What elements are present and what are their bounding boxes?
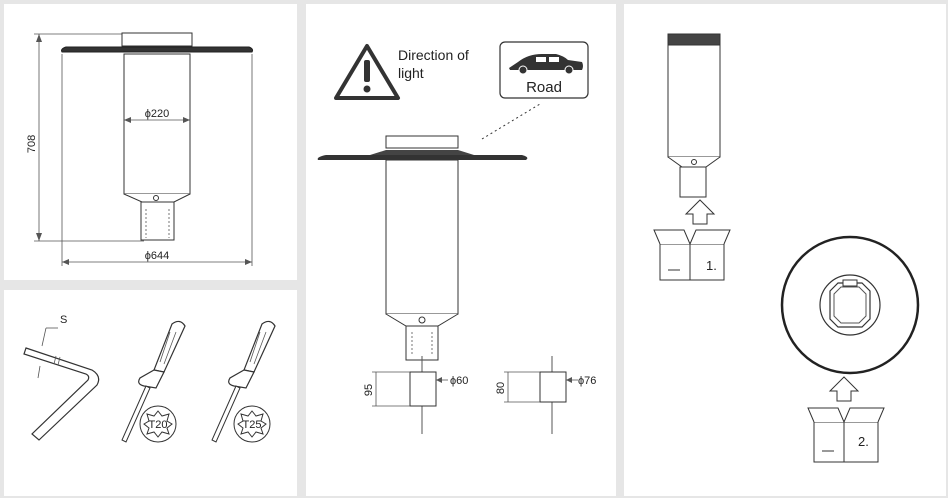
steps-drawing: 1. 2. xyxy=(653,33,920,463)
torx-t25-badge xyxy=(233,405,271,443)
luminaire-side-view xyxy=(317,135,528,361)
hex-key-icon xyxy=(23,327,100,441)
road-pointer xyxy=(481,103,541,140)
up-arrow-icon xyxy=(684,199,716,225)
screwdriver-t25-icon xyxy=(211,320,276,443)
tools-drawing: S T20 T25 xyxy=(23,314,276,443)
screwdriver-t20-icon xyxy=(121,320,186,443)
installation-panel: Direction of light Road xyxy=(306,4,616,496)
torx-t25-label: T25 xyxy=(243,419,262,431)
tools-panel: S T20 T25 xyxy=(4,290,297,496)
steps-panel: 1. 2. xyxy=(624,4,946,496)
pole-b-diameter-label: ϕ76 xyxy=(578,375,596,387)
pole-b-height-label: 80 xyxy=(495,382,507,394)
luminaire-bottom-view xyxy=(780,235,920,375)
dimensions-panel: 708 ϕ220 ϕ644 xyxy=(4,4,297,280)
installation-drawing: Direction of light Road xyxy=(317,41,596,434)
luminaire-body-icon xyxy=(667,33,721,198)
height-dimension-label: 708 xyxy=(26,135,38,153)
pole-a-height-label: 95 xyxy=(363,384,375,396)
torx-t20-badge xyxy=(139,405,177,443)
pole-b-detail xyxy=(504,356,578,434)
direction-text-line1: Direction of xyxy=(398,47,469,63)
up-arrow-icon-2 xyxy=(828,376,860,402)
pole-a-diameter-label: ϕ60 xyxy=(450,375,468,387)
step-2-label: 2. xyxy=(858,434,869,449)
head-diameter-label: ϕ644 xyxy=(145,250,170,262)
torx-t20-label: T20 xyxy=(149,419,168,431)
warning-icon xyxy=(334,44,400,100)
body-diameter-label: ϕ220 xyxy=(145,108,170,120)
hex-key-size-label: S xyxy=(60,314,67,326)
step-1-label: 1. xyxy=(706,258,717,273)
pole-a-detail xyxy=(372,356,448,434)
luminaire-dimension-drawing: 708 ϕ220 ϕ644 xyxy=(26,32,254,266)
road-label: Road xyxy=(526,79,562,96)
package-box-icon-2 xyxy=(807,407,885,463)
package-box-icon xyxy=(653,229,731,281)
car-icon xyxy=(509,54,583,75)
direction-text-line2: light xyxy=(398,65,424,81)
